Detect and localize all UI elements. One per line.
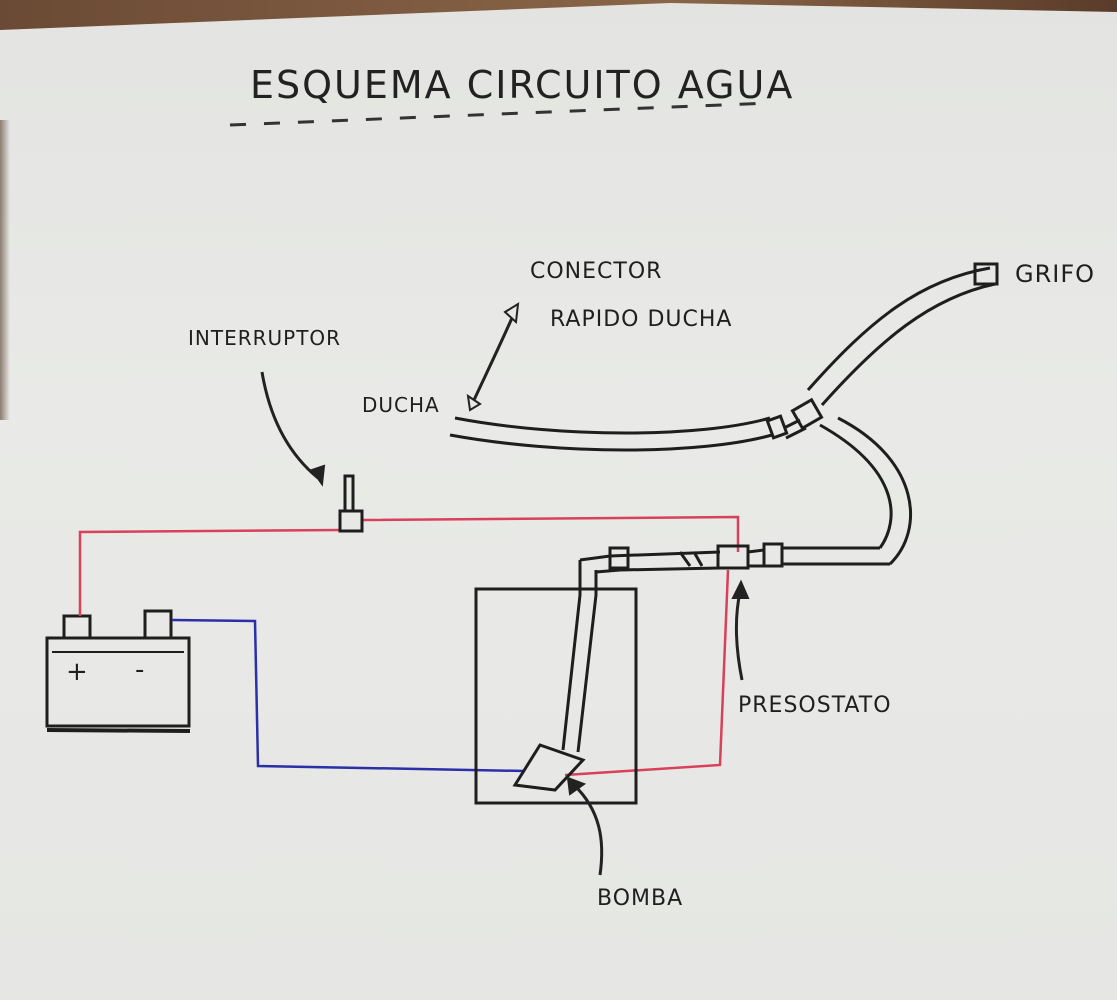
t-junction-icon <box>765 397 824 440</box>
battery-negative-terminal <box>143 609 173 640</box>
positive-wire <box>78 515 740 777</box>
presostato-arrow <box>734 591 744 681</box>
grifo-label: GRIFO <box>1015 260 1095 288</box>
interruptor-arrow <box>260 371 319 480</box>
negative-wire <box>171 618 526 773</box>
diagram-title: ESQUEMA CIRCUITO AGUA <box>250 63 794 107</box>
battery-plus-sign: + <box>66 657 89 687</box>
riser-hose <box>819 416 912 566</box>
switch-icon <box>338 474 364 533</box>
tap-hose <box>806 266 996 406</box>
bomba-label: BOMBA <box>597 886 683 911</box>
battery-positive-terminal <box>62 614 92 640</box>
interruptor-label: INTERRUPTOR <box>188 326 341 350</box>
water-tank <box>474 587 638 805</box>
shower-hose <box>449 416 773 452</box>
pump-icon <box>512 743 586 792</box>
conector-arrow <box>472 317 514 401</box>
ducha-label: DUCHA <box>362 393 440 417</box>
battery-minus-sign: - <box>135 655 145 685</box>
paper-edge-shadow <box>0 120 10 420</box>
title-dashed-underline <box>229 101 771 127</box>
outlet-pipe <box>579 542 890 574</box>
pump-intake-pipe <box>561 560 598 753</box>
presostato-icon <box>716 544 750 570</box>
conector-label-line1: CONECTOR <box>530 259 662 284</box>
tap-connector-icon <box>973 262 999 286</box>
presostato-label: PRESOSTATO <box>738 693 892 718</box>
conector-label-line2: RAPIDO DUCHA <box>550 307 732 332</box>
battery-body <box>45 636 191 728</box>
bomba-arrow <box>572 783 604 876</box>
battery <box>45 609 191 733</box>
